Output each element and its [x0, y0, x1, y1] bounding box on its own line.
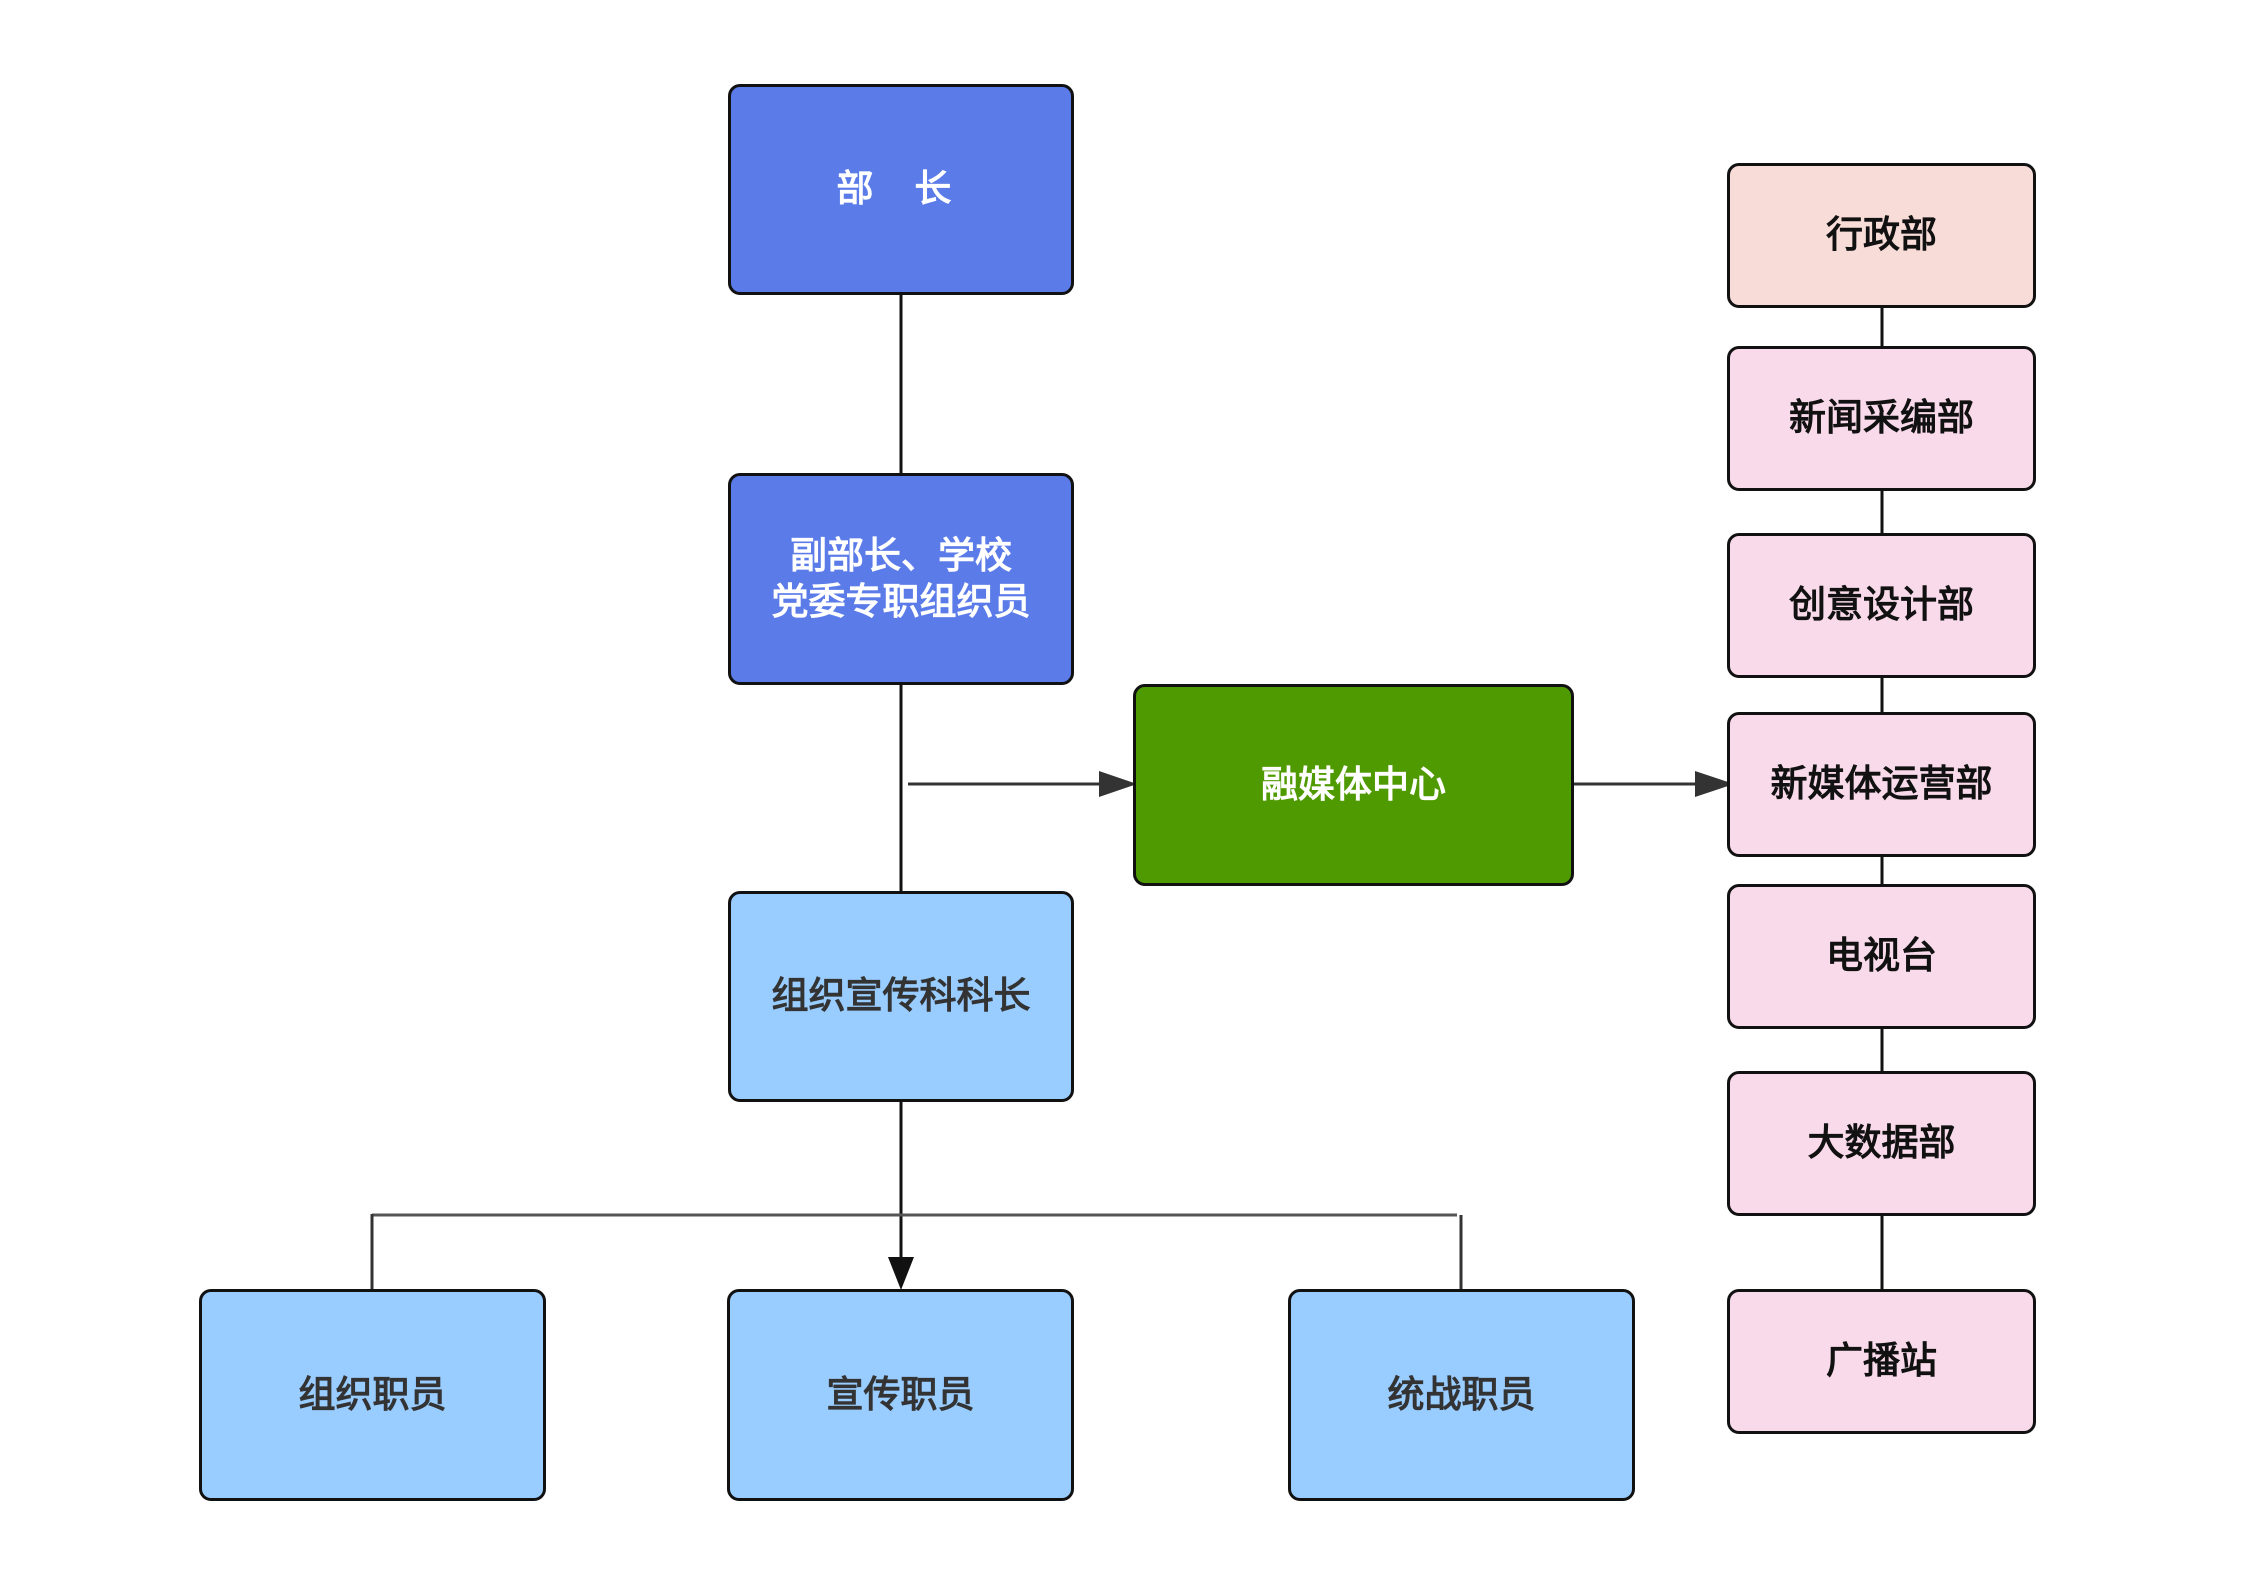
label-line: 副部长、学校	[790, 533, 1012, 577]
node-united-front-staff[interactable]: 统战职员	[1288, 1289, 1635, 1501]
node-section-chief[interactable]: 组织宣传科科长	[728, 891, 1074, 1102]
node-deputy-minister-label: 副部长、学校党委专职组织员	[772, 533, 1031, 626]
dept-big-data[interactable]: 大数据部	[1727, 1071, 2036, 1216]
node-org-staff[interactable]: 组织职员	[199, 1289, 546, 1501]
arrowhead-newmedia	[1695, 771, 1734, 797]
node-publicity-staff-label: 宣传职员	[826, 1372, 975, 1416]
dept-radio-station[interactable]: 广播站	[1727, 1289, 2036, 1434]
dept-label: 创意设计部	[1789, 583, 1974, 627]
node-media-center[interactable]: 融媒体中心	[1133, 684, 1574, 886]
node-publicity-staff[interactable]: 宣传职员	[727, 1289, 1074, 1501]
dept-new-media-ops[interactable]: 新媒体运营部	[1727, 712, 2036, 857]
dept-label: 行政部	[1826, 213, 1937, 257]
arrowhead-publicity	[888, 1257, 914, 1290]
node-section-chief-label: 组织宣传科科长	[771, 974, 1031, 1018]
dept-label: 电视台	[1826, 934, 1937, 978]
node-media-center-label: 融媒体中心	[1261, 762, 1446, 806]
dept-creative-design[interactable]: 创意设计部	[1727, 533, 2036, 678]
dept-news-editing[interactable]: 新闻采编部	[1727, 346, 2036, 491]
label-line: 党委专职组织员	[771, 580, 1031, 623]
node-united-front-staff-label: 统战职员	[1387, 1372, 1536, 1416]
dept-label: 新闻采编部	[1789, 396, 1974, 440]
node-deputy-minister[interactable]: 副部长、学校党委专职组织员	[728, 473, 1074, 685]
dept-label: 广播站	[1826, 1339, 1937, 1383]
dept-admin[interactable]: 行政部	[1727, 163, 2036, 308]
dept-tv-station[interactable]: 电视台	[1727, 884, 2036, 1029]
dept-label: 新媒体运营部	[1770, 762, 1993, 806]
node-minister[interactable]: 部 长	[728, 84, 1074, 295]
arrowhead-media-center	[1099, 771, 1137, 797]
node-org-staff-label: 组织职员	[298, 1372, 447, 1416]
dept-label: 大数据部	[1807, 1121, 1956, 1165]
node-minister-label: 部 长	[836, 167, 966, 211]
